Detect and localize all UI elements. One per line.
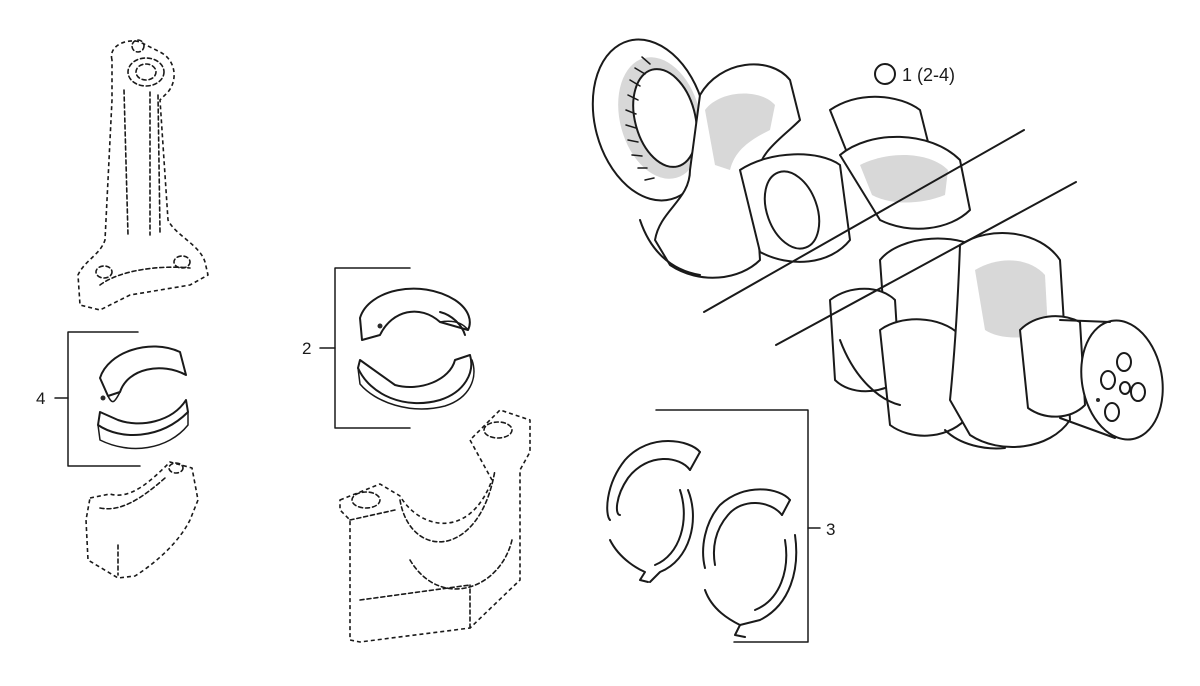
break-lines (703, 129, 1077, 346)
main-bearing-cap (339, 409, 531, 643)
main-bearing-box (319, 267, 475, 429)
legend-circle-icon (874, 63, 896, 85)
callout-4-label: 4 (36, 389, 45, 408)
legend: 1 (2-4) (874, 63, 955, 85)
connecting-rod (77, 39, 209, 311)
callout-3-label: 3 (826, 520, 835, 539)
reluctor-teeth (625, 56, 655, 181)
thrust-washer-box (606, 409, 821, 643)
callout-2-label: 2 (302, 339, 311, 358)
rod-cap (85, 461, 199, 579)
crankshaft (591, 38, 1164, 450)
rod-bearing-box (54, 331, 189, 467)
legend-text: 1 (2-4) (902, 65, 955, 85)
